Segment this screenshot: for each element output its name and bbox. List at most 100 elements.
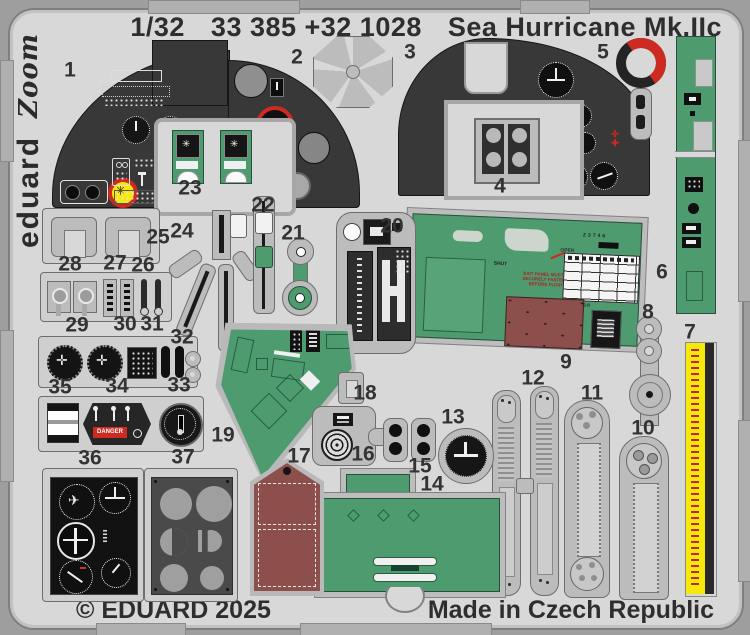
grommet-piece [411,418,436,462]
fret-tab [96,623,186,635]
panel-shroud [152,40,228,106]
placard [60,180,108,204]
channel-body [564,400,610,598]
part-28-piece [47,281,71,316]
part-number-label: 32 [170,325,194,349]
latch-slot [452,229,484,243]
blank-dial [298,132,330,164]
fret-tab [300,623,492,635]
part-2-fan-disc [313,36,393,108]
part-number-label: 1 [64,58,76,82]
part-number-label: 26 [131,253,155,277]
part-37-blank-plate [144,468,238,602]
fret-tab [0,60,14,162]
knob [688,203,699,214]
yellow-band [686,343,705,594]
part-32-ring [185,351,201,367]
panel-notch [464,42,508,94]
parts-33-35-strip: DANGER [38,396,204,452]
part-number-label: 18 [353,381,377,405]
part-31-blade [161,346,170,378]
fret-tab [738,420,750,582]
part-8-linkage [627,316,672,438]
part-number-label: 7 [684,320,696,344]
part-17-door [250,458,324,596]
cutout [693,121,713,151]
part-number-label: 31 [140,312,164,336]
placard [104,98,164,106]
placard [102,86,170,97]
part-9-access-panel: SHUT OPEN EXIT PANEL MUST BE SECURELY FA… [404,210,648,352]
part-23-bezel: ✳ [172,130,204,184]
link-eye [636,316,662,342]
part-31-blade [175,346,184,378]
link-disc [629,374,671,416]
part-32-ring [185,367,201,383]
part-34-danger-placard: DANGER [83,403,151,445]
part-number-label: 16 [351,442,375,466]
plate-face [151,477,233,595]
part-25-brackets [42,208,160,264]
part-15-grommets [383,416,436,462]
header-scale: 1/32 [130,12,185,42]
fret-tab [520,0,590,14]
part-number-label: 4 [494,174,506,198]
part-11-channel [562,400,610,598]
green-sleeve [255,246,273,268]
part-14-floor-panel [316,470,504,613]
part-number-label: 36 [78,446,102,470]
part-26-rod [154,279,163,316]
part-number-label: 19 [211,423,235,447]
part-number-label: 23 [178,176,202,200]
part-number-label: 33 [167,373,191,397]
red-arc [612,34,670,92]
inner-door [422,256,486,334]
part-number-label: 24 [170,219,194,243]
eduard-logo: eduard [12,135,45,248]
part-30-placard [127,347,157,379]
vent-placard [590,309,622,350]
placard [682,237,701,248]
part-18-bracket [338,372,364,404]
part-28-piece [73,281,97,316]
part-number-label: 29 [65,313,89,337]
part-5-ring-grip [612,34,672,142]
part-number-label: 27 [103,251,127,275]
panel-cutout [444,100,584,200]
grommet-piece [383,418,408,462]
panel-face: SHUT OPEN EXIT PANEL MUST BE SECURELY FA… [407,213,643,350]
part-6-7-sidewall-strips [675,36,716,314]
part-29-dial: ✛ [87,345,123,381]
part-seam [675,151,715,158]
part-number-label: 22 [251,193,275,217]
placard [110,70,162,82]
data-table-placard [562,252,641,304]
print-shut: SHUT [493,260,508,268]
part-10-channel [617,436,669,600]
plate-face: ✈ [50,477,138,595]
part-number-label: 2 [291,45,303,69]
part-number-label: 6 [656,260,668,284]
fret-tab [148,0,300,14]
channel-body [619,436,669,600]
part-number-label: 34 [105,374,129,398]
part-number-label: 11 [580,381,604,405]
gauge [538,62,574,98]
parts-29-32-strip: ✛ ✛ [38,336,201,388]
part-number-label: 14 [420,472,444,496]
fret-tab [0,330,14,482]
placard [682,223,701,234]
part-number-label: 35 [48,375,72,399]
part-36-gauge-plate: ✈ [42,468,144,602]
part-number-label: 30 [113,312,137,336]
placard [112,158,130,186]
placard [684,93,701,105]
part-33-dial [159,403,203,447]
parts-26-28-strip [40,272,172,322]
part-29-dial: ✛ [47,345,83,381]
part-27-strip [103,279,117,317]
part-number-label: 37 [171,445,195,469]
part-number-label: 13 [441,405,465,429]
header-kit-title: Sea Hurricane Mk.IIc [447,12,722,42]
